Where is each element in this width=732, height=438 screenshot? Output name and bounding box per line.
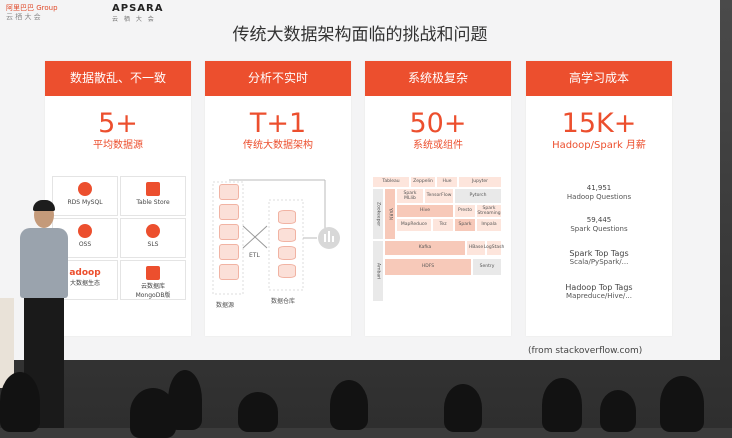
sls-cell: SLS — [120, 218, 186, 258]
column-caption: 系统或组件 — [413, 140, 463, 151]
audience-head — [330, 380, 368, 430]
apsara-logo: APSARA 云 栖 大 会 — [112, 3, 164, 23]
mongodb-icon — [146, 266, 160, 280]
column-not-realtime: 分析不实时 T+1 传统大数据架构 — [205, 61, 351, 336]
source-icon — [219, 264, 239, 280]
column-header: 高学习成本 — [526, 61, 672, 96]
column-header: 数据散乱、不一致 — [45, 61, 191, 96]
database-icon — [278, 228, 296, 242]
database-icon — [278, 210, 296, 224]
podium — [0, 298, 14, 388]
source-label: 数据源 — [216, 302, 235, 309]
audience-head — [600, 390, 636, 432]
mysql-icon — [78, 182, 92, 196]
oss-cell: OSS — [52, 218, 118, 258]
etl-label: ETL — [249, 252, 260, 259]
mysql-cell: RDS MySQL — [52, 176, 118, 216]
tablestore-cell: Table Store — [120, 176, 186, 216]
column-big-number: T+1 — [249, 108, 307, 139]
audience-head — [238, 392, 278, 432]
column-caption: 传统大数据架构 — [243, 140, 313, 151]
source-icon — [219, 224, 239, 240]
audience-head — [660, 376, 704, 432]
architecture-diagram: ETL 数据源 数据仓库 — [205, 176, 351, 316]
diagram-lines — [212, 179, 340, 295]
source-icon — [219, 244, 239, 260]
column-header: 分析不实时 — [205, 61, 351, 96]
database-icon — [278, 246, 296, 260]
audience-head — [444, 384, 482, 432]
column-big-number: 15K+ — [561, 108, 637, 139]
source-icon — [219, 184, 239, 200]
column-caption: 平均数据源 — [93, 140, 143, 151]
source-footnote: (from stackoverflow.com) — [528, 346, 643, 356]
column-caption: Hadoop/Spark 月薪 — [552, 140, 646, 151]
audience-head — [0, 372, 40, 432]
component-stack: Tableau Zeppelin Hue Jupyter Zookeeper Y… — [373, 177, 504, 307]
column-complex-system: 系统极复杂 50+ 系统或组件 Tableau Zeppelin Hue Jup… — [365, 61, 511, 336]
oss-icon — [78, 224, 92, 238]
tablestore-icon — [146, 182, 160, 196]
slide-title: 传统大数据架构面临的挑战和问题 — [232, 25, 488, 45]
sls-icon — [146, 224, 160, 238]
column-header: 系统极复杂 — [365, 61, 511, 96]
presentation-slide: 阿里巴巴 Group 云 栖 大 会 APSARA 云 栖 大 会 传统大数据架… — [0, 0, 720, 360]
column-big-number: 50+ — [409, 108, 467, 139]
audience-head — [542, 378, 582, 432]
alibaba-logo: 阿里巴巴 Group 云 栖 大 会 — [6, 4, 58, 21]
column-big-number: 5+ — [98, 108, 138, 139]
database-icon — [278, 264, 296, 278]
source-icon — [219, 204, 239, 220]
warehouse-label: 数据仓库 — [271, 298, 296, 305]
audience-head — [168, 370, 202, 430]
